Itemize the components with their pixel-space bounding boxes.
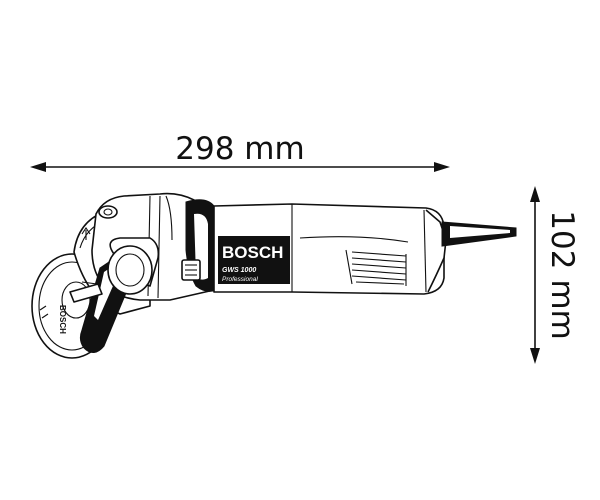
length-label: 298 mm [175,131,304,167]
length-dimension: 298 mm [30,131,450,172]
disc-brand-label: BOSCH [58,305,67,334]
model-label: GWS 1000 [222,267,256,274]
length-arrow-right [434,162,450,172]
height-arrow-bottom [530,348,540,364]
spindle-lock-button [98,205,118,219]
height-arrow-top [530,186,540,202]
height-dimension: 102 mm [530,186,580,364]
side-handle [79,237,160,353]
angle-grinder: BOSCH [31,192,517,359]
height-label: 102 mm [544,210,580,339]
guard-clamp-lever [69,283,103,303]
cooling-vents [345,249,407,286]
rotation-arrow-icon [81,227,91,240]
product-line-label: Professional [222,276,258,283]
brand-label-panel [218,236,290,284]
brand-logo-text: BOSCH [222,243,283,262]
length-arrow-left [30,162,46,172]
